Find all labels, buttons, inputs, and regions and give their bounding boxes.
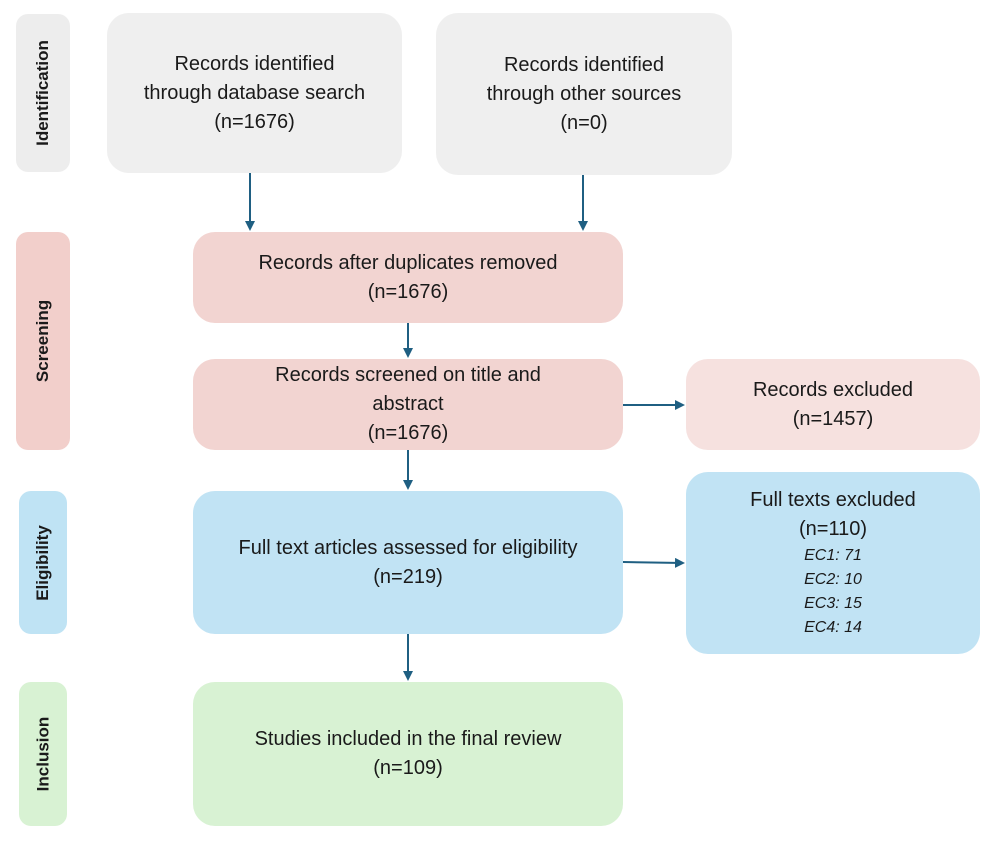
box-count: (n=1676) [367,422,449,444]
box-other-sources: Records identified through other sources… [436,13,732,175]
box-count: (n=0) [560,111,608,134]
box-text: through other sources [486,82,682,105]
box-text: through database search [143,81,366,104]
arrow-full-text-to-excluded [622,557,685,568]
exclusion-reason: EC1: 71 [804,547,862,564]
box-included: Studies included in the final review (n=… [193,682,623,826]
box-count: (n=1676) [214,110,295,133]
exclusion-reason: EC4: 14 [804,619,862,636]
box-count: (n=219) [373,565,443,588]
box-screened: Records screened on title and abstract (… [193,359,623,450]
box-text: Records identified [503,53,665,76]
box-text: Records screened on title and [275,364,541,386]
box-count: (n=1457) [792,407,874,430]
box-text: Full texts excluded [750,489,916,511]
stage-inclusion: Inclusion [19,682,67,826]
box-database-search: Records identified through database sear… [107,13,402,173]
stage-screening: Screening [16,232,70,450]
box-duplicates-removed: Records after duplicates removed (n=1676… [193,232,623,323]
box-full-text-excluded: Full texts excluded (n=110) EC1: 71 EC2:… [686,472,980,654]
stage-identification: Identification [16,14,70,172]
box-count: (n=1676) [367,280,449,303]
box-records-excluded: Records excluded (n=1457) [686,359,980,450]
box-text: Records after duplicates removed [258,251,558,274]
box-count: (n=110) [798,518,867,540]
box-text: Full text articles assessed for eligibil… [238,536,578,559]
exclusion-reason: EC2: 10 [804,571,862,588]
exclusion-reason: EC3: 15 [804,595,862,612]
stage-eligibility: Eligibility [19,491,67,634]
box-text: Studies included in the final review [254,728,562,750]
box-text: Records excluded [752,378,914,401]
box-text: Records identified [174,52,335,75]
box-count: (n=109) [373,757,443,779]
box-full-text-assessed: Full text articles assessed for eligibil… [193,491,623,634]
box-text: abstract [372,393,444,415]
